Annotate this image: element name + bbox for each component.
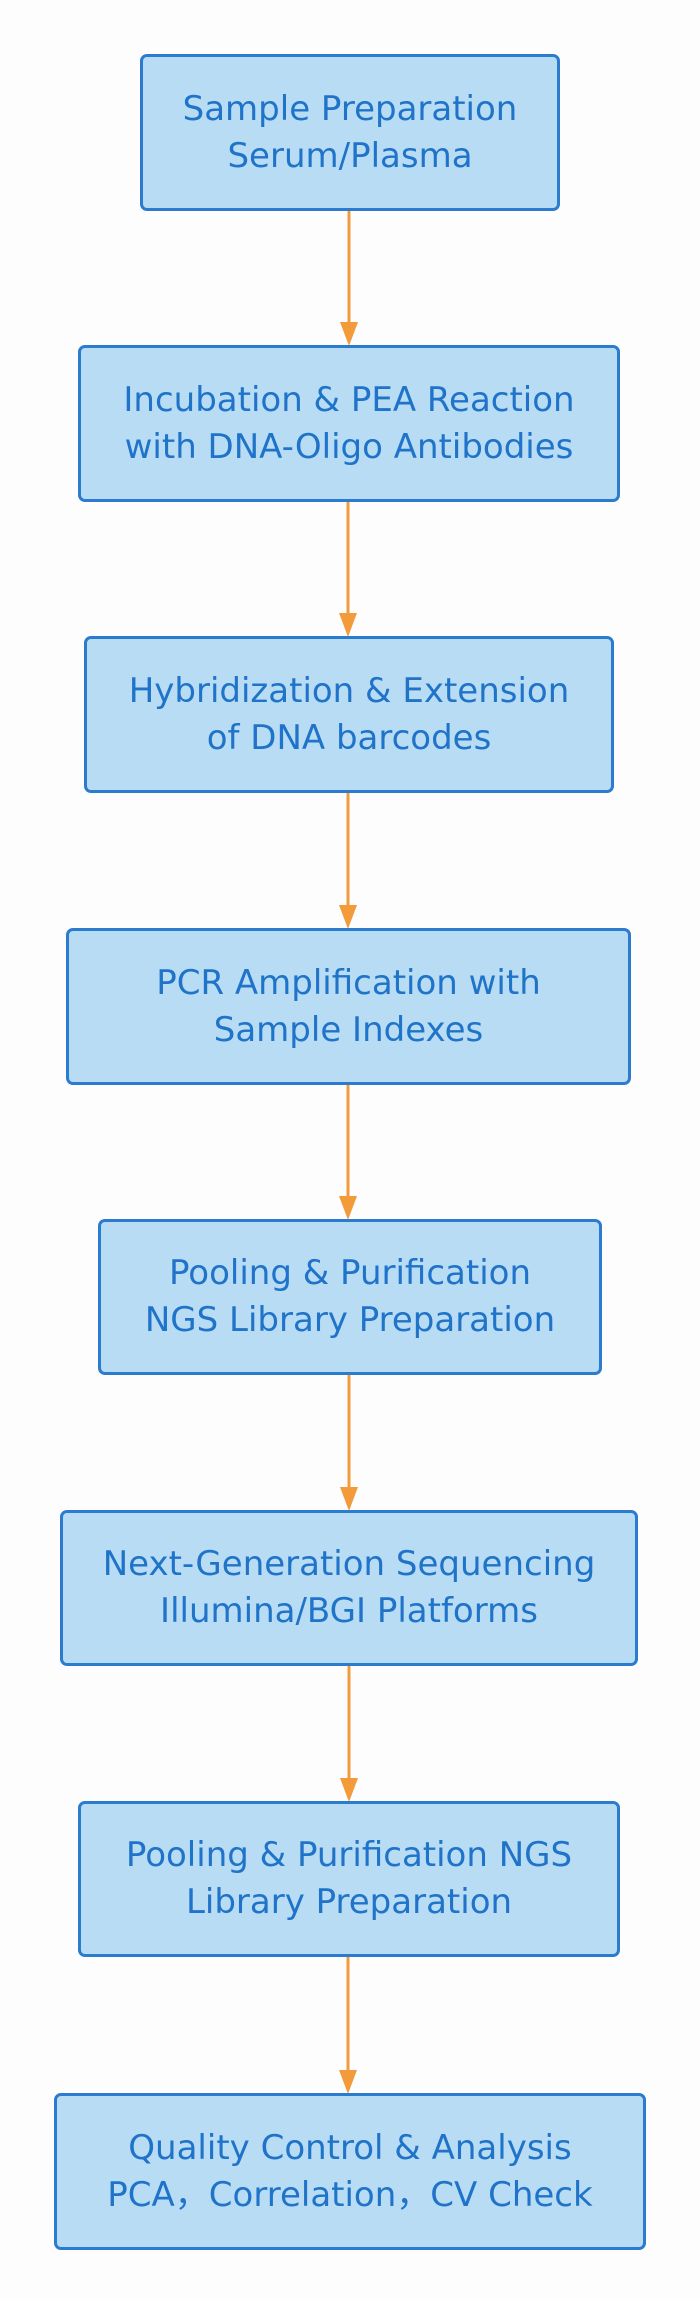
step-label-line2: Illumina/BGI Platforms: [160, 1591, 538, 1631]
arrowhead-6: [340, 1778, 358, 1802]
arrowhead-4: [339, 1196, 357, 1220]
arrowhead-3: [339, 905, 357, 929]
step-label-line1: Sample Preparation: [182, 88, 518, 129]
step-label-line1: Quality Control & Analysis: [128, 2127, 572, 2168]
step-pooling-purification-2: Pooling & Purification NGS Library Prepa…: [78, 1801, 620, 1957]
step-pcr-amplification: PCR Amplification with Sample Indexes: [66, 928, 631, 1085]
step-label-line2: PCA，Correlation，CV Check: [107, 2174, 593, 2215]
step-label-line2: Sample Indexes: [213, 1009, 484, 1050]
step-incubation-pea-reaction: Incubation & PEA Reaction with DNA-Oligo…: [78, 345, 620, 502]
step-pooling-purification-1: Pooling & Purification NGS Library Prepa…: [98, 1219, 602, 1375]
arrowhead-1: [340, 322, 358, 346]
arrowhead-2: [339, 613, 357, 637]
arrowhead-5: [340, 1487, 358, 1511]
step-label-line1: Pooling & Purification: [169, 1253, 531, 1293]
step-next-generation-sequencing: Next-Generation Sequencing Illumina/BGI …: [60, 1510, 638, 1666]
step-label-line1: Pooling & Purification NGS: [125, 1835, 573, 1875]
step-label-line2: with DNA-Oligo Antibodies: [124, 426, 574, 467]
step-label-line2: of DNA barcodes: [206, 717, 492, 758]
arrowhead-7: [339, 2070, 357, 2094]
step-label-line1: Next-Generation Sequencing: [102, 1544, 596, 1584]
step-label-line2: NGS Library Preparation: [144, 1300, 556, 1340]
step-label-line1: Hybridization & Extension: [128, 670, 570, 711]
step-hybridization-extension: Hybridization & Extension of DNA barcode…: [84, 636, 614, 793]
step-label-line1: Incubation & PEA Reaction: [123, 379, 575, 420]
step-sample-preparation: Sample Preparation Serum/Plasma: [140, 54, 560, 211]
step-label-line2: Library Preparation: [185, 1882, 513, 1922]
step-quality-control-analysis: Quality Control & Analysis PCA，Correlati…: [54, 2093, 646, 2250]
step-label-line1: PCR Amplification with: [156, 962, 541, 1003]
step-label-line2: Serum/Plasma: [227, 135, 473, 176]
